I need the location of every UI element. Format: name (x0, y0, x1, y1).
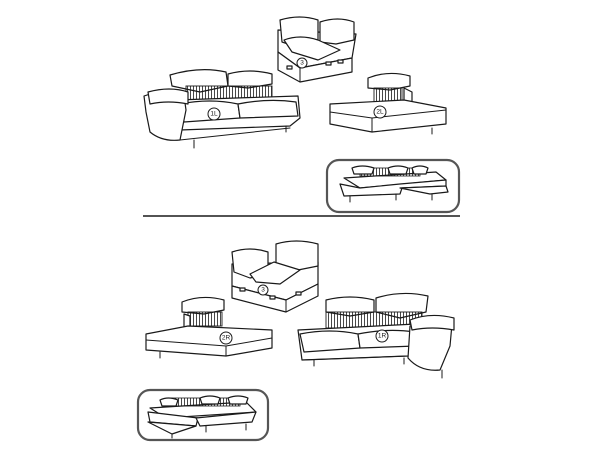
bottom-badge-1r-label: 1R (378, 333, 387, 340)
bottom-chaise-module-2r: 2R (145, 296, 273, 359)
bottom-corner-module-3: 3 (231, 240, 319, 313)
top-chaise-module-2l: 2L (329, 72, 447, 135)
top-badge-3-label: 3 (300, 60, 304, 67)
top-badge-1l-label: 1L (210, 111, 218, 118)
top-sofa-module-1l: 1L (143, 69, 301, 149)
top-badge-1l: 1L (207, 107, 221, 121)
top-badge-3: 3 (296, 57, 308, 69)
bottom-badge-2r-label: 2R (222, 335, 231, 342)
top-badge-2l-label: 2L (376, 109, 384, 116)
bottom-badge-2r: 2R (219, 331, 233, 345)
top-corner-module-3: 3 (277, 16, 357, 83)
bottom-badge-3: 3 (257, 284, 269, 296)
bottom-badge-3-label: 3 (261, 287, 265, 294)
bottom-sofa-module-1r: 1R (297, 292, 455, 379)
top-badge-2l: 2L (373, 105, 387, 119)
bottom-badge-1r: 1R (375, 329, 389, 343)
bottom-assembled-preview (136, 388, 270, 442)
top-assembled-preview (325, 158, 461, 214)
